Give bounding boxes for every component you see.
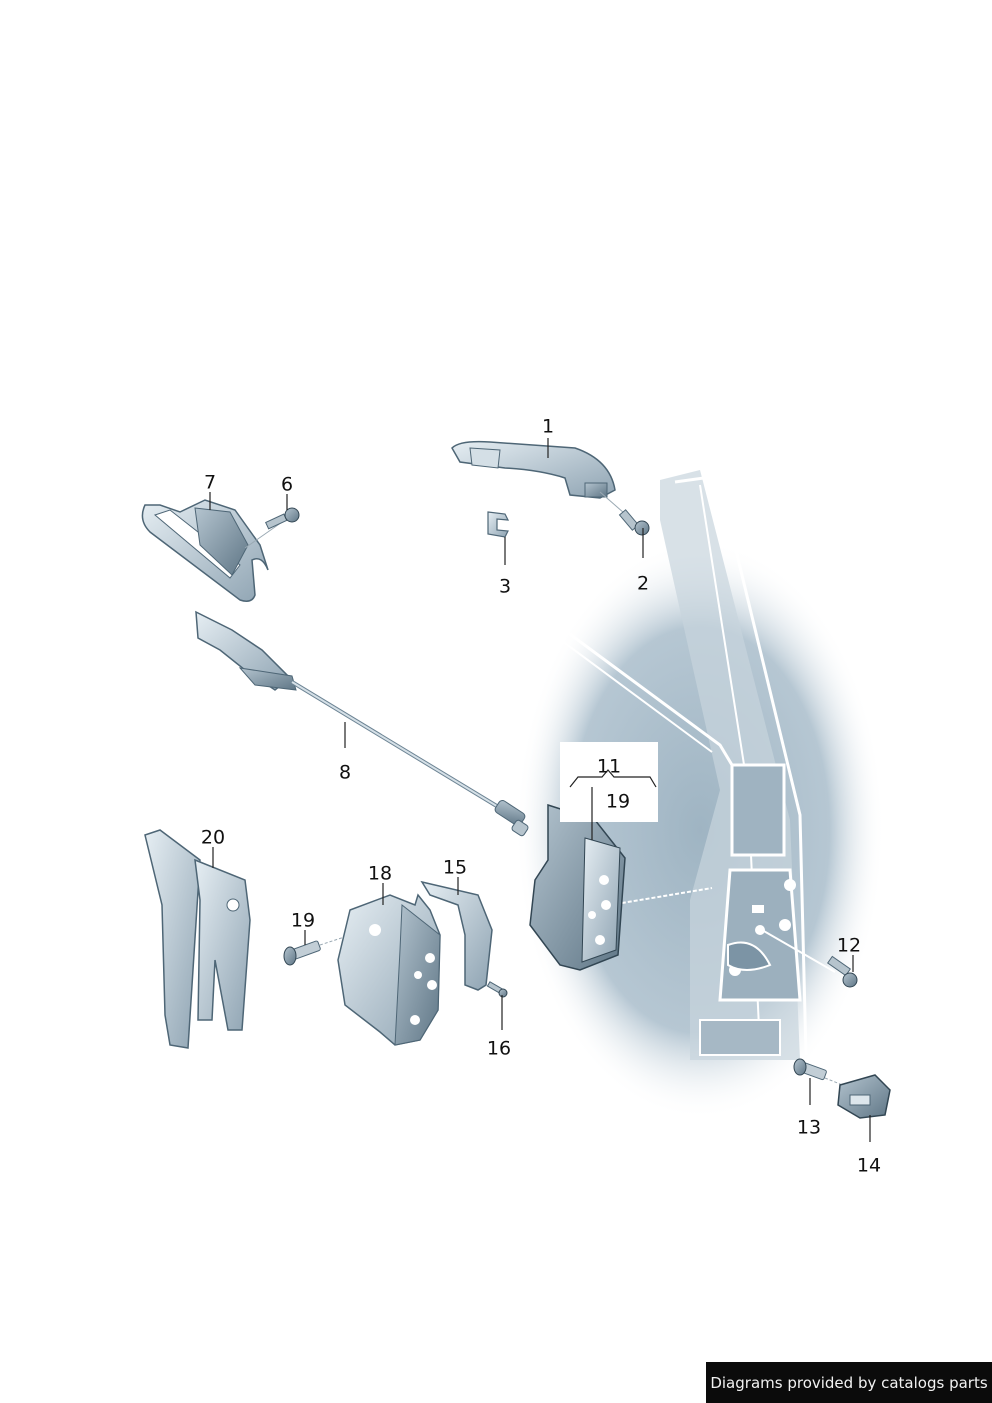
callout-2: 2 <box>636 572 650 595</box>
release-cable <box>195 610 529 837</box>
striker-part-14 <box>837 1074 891 1119</box>
door-lock-mechanism <box>529 803 626 971</box>
callout-12: 12 <box>836 934 862 957</box>
callout-19-bolt: 19 <box>290 909 316 932</box>
callout-18: 18 <box>367 862 393 885</box>
callout-3: 3 <box>498 575 512 598</box>
lock-bracket-part-18 <box>337 893 441 1046</box>
cover-part-15 <box>420 880 493 991</box>
callout-1: 1 <box>541 415 555 438</box>
screw-part-2 <box>599 491 650 536</box>
exterior-door-handle <box>451 440 616 499</box>
screw-part-16 <box>486 981 508 998</box>
callout-16: 16 <box>486 1037 512 1060</box>
interior-handle-housing <box>141 499 269 602</box>
callout-20: 20 <box>200 826 226 849</box>
clip-part-3 <box>487 511 510 538</box>
callout-11: 11 <box>596 755 622 778</box>
door-frame <box>515 470 885 1120</box>
callout-6: 6 <box>280 473 294 496</box>
label-box <box>560 742 658 822</box>
callout-15: 15 <box>442 856 468 879</box>
callout-7: 7 <box>203 471 217 494</box>
callout-19-lock: 19 <box>605 790 631 813</box>
callout-8: 8 <box>338 761 352 784</box>
leader-lines <box>209 438 871 1142</box>
callout-14: 14 <box>856 1154 882 1177</box>
callout-13: 13 <box>796 1116 822 1139</box>
screw-part-6 <box>244 507 300 549</box>
attribution-text: Diagrams provided by catalogs parts <box>710 1373 988 1392</box>
attribution-footer: Diagrams provided by catalogs parts <box>706 1362 992 1403</box>
bolt-part-12 <box>826 955 858 988</box>
cover-plate-part-20 <box>144 829 251 1049</box>
bracket-line-11 <box>569 769 657 788</box>
bolt-part-13 <box>793 1058 851 1089</box>
